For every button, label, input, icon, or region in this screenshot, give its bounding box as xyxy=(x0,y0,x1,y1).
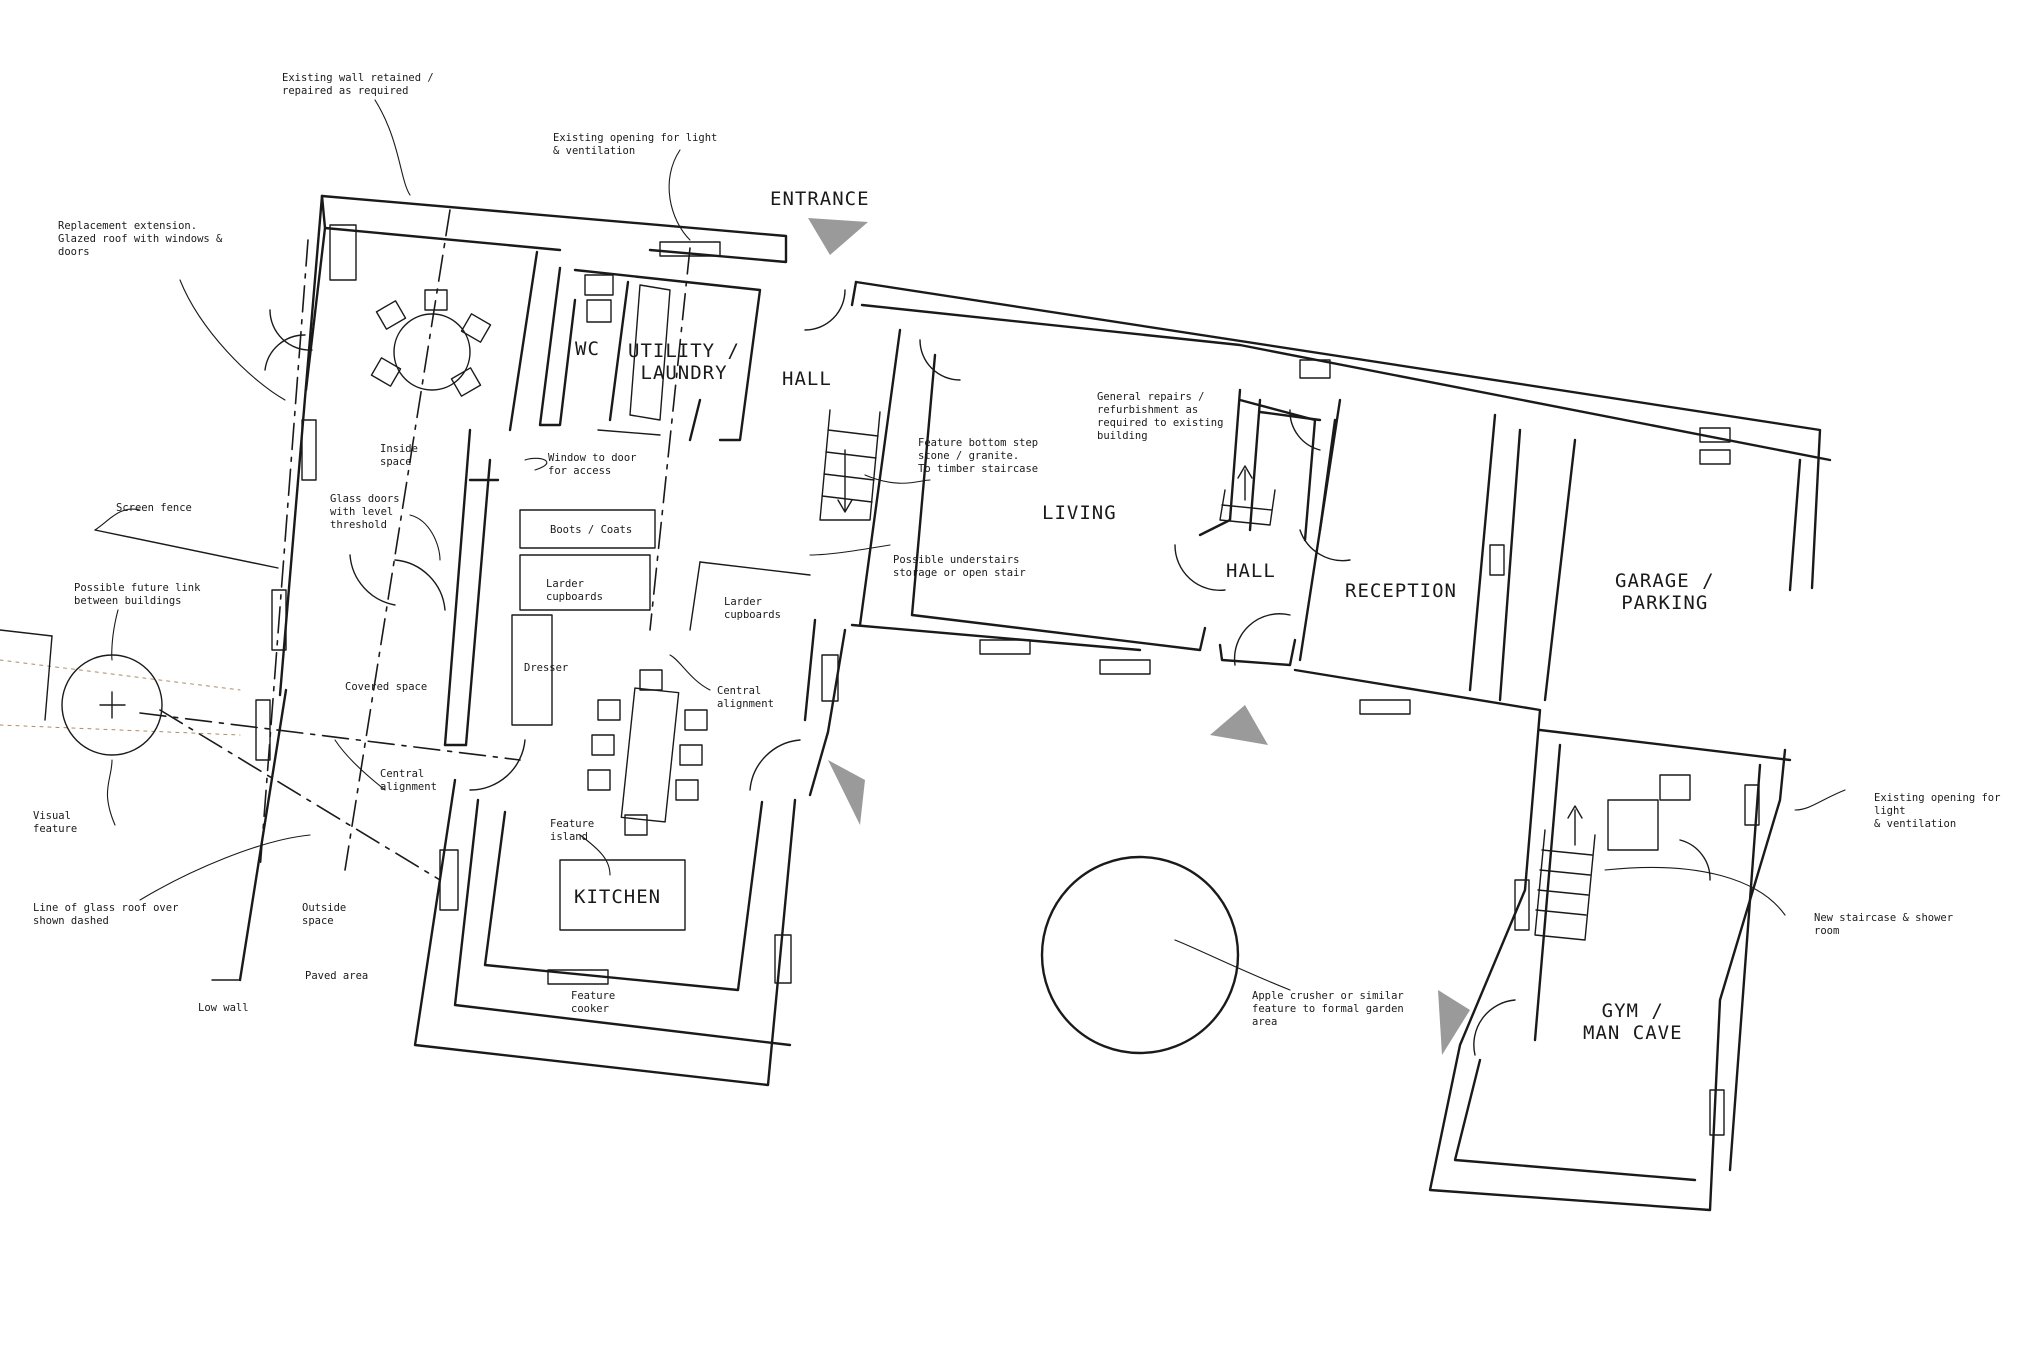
note-central-alignment-1: Central alignment xyxy=(717,685,774,710)
note-inside-space: Inside space xyxy=(380,443,418,468)
room-label-reception: RECEPTION xyxy=(1345,580,1457,602)
note-apple-crusher: Apple crusher or similar feature to form… xyxy=(1252,990,1404,1028)
note-future-link: Possible future link between buildings xyxy=(74,582,201,607)
note-paved-area: Paved area xyxy=(305,970,369,982)
visual-feature-circle xyxy=(61,654,163,756)
note-glass-doors: Glass doors with level threshold xyxy=(330,493,400,531)
note-feature-island: Feature island xyxy=(550,818,595,843)
wc-utility-walls xyxy=(538,266,762,442)
room-label-garage-parking: GARAGE / PARKING xyxy=(1615,570,1715,614)
staircase-hall xyxy=(819,409,881,521)
note-existing-wall: Existing wall retained / repaired as req… xyxy=(282,72,434,97)
room-label-hall: HALL xyxy=(782,368,832,390)
note-existing-opening-top: Existing opening for light & ventilation xyxy=(553,132,718,157)
note-covered-space: Covered space xyxy=(345,681,428,693)
note-low-wall: Low wall xyxy=(198,1002,249,1014)
note-understairs: Possible understairs storage or open sta… xyxy=(893,554,1026,579)
note-dresser: Dresser xyxy=(524,662,569,674)
annotation-leaders xyxy=(94,99,1846,991)
apple-crusher-circle xyxy=(1040,855,1240,1055)
room-label-entrance: ENTRANCE xyxy=(770,188,870,210)
note-existing-opening-right: Existing opening for light & ventilation xyxy=(1874,792,2001,830)
note-feature-cooker: Feature cooker xyxy=(571,990,616,1015)
note-boots-coats: Boots / Coats xyxy=(550,524,633,536)
note-screen-fence: Screen fence xyxy=(116,502,192,514)
door-swings xyxy=(264,289,1711,1056)
note-outside-space: Outside space xyxy=(302,902,347,927)
note-larder-cupboards-1: Larder cupboards xyxy=(546,578,603,603)
view-arrows xyxy=(808,218,1470,1055)
note-central-alignment-2: Central alignment xyxy=(380,768,437,793)
room-label-gym-man-cave: GYM / MAN CAVE xyxy=(1583,1000,1683,1044)
round-dining-table xyxy=(370,289,492,397)
staircase-hall-2 xyxy=(1219,465,1276,526)
kitchen-dining-table xyxy=(559,669,708,931)
kitchen-wing-walls xyxy=(211,194,1142,1087)
note-replacement-extension: Replacement extension. Glazed roof with … xyxy=(58,220,223,258)
main-building-windows xyxy=(979,359,1760,1136)
room-label-kitchen: KITCHEN xyxy=(574,886,662,908)
room-label-hall-2: HALL xyxy=(1226,560,1276,582)
staircase-gym xyxy=(1534,774,1691,941)
note-window-to-door: Window to door for access xyxy=(548,452,637,477)
room-label-utility-laundry: UTILITY / LAUNDRY xyxy=(628,340,740,384)
note-visual-feature: Visual feature xyxy=(33,810,78,835)
note-new-staircase: New staircase & shower room xyxy=(1814,912,1954,937)
glass-roof-dashed-line xyxy=(0,209,691,881)
main-building-walls xyxy=(850,280,1832,1212)
room-label-wc: WC xyxy=(575,338,600,360)
note-line-glass-roof: Line of glass roof over shown dashed xyxy=(33,902,179,927)
note-general-repairs: General repairs / refurbishment as requi… xyxy=(1097,391,1224,442)
note-feature-step: Feature bottom step stone / granite. To … xyxy=(918,437,1039,475)
larder-units xyxy=(511,509,811,726)
room-label-living: LIVING xyxy=(1042,502,1117,524)
extension-windows xyxy=(255,224,839,985)
note-larder-cupboards-2: Larder cupboards xyxy=(724,596,781,621)
